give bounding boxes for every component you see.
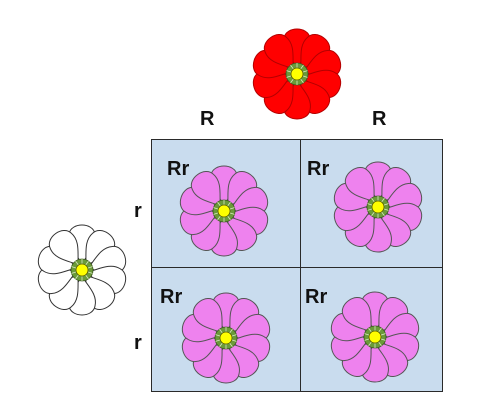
ring-spoke [231,334,237,337]
ring-spoke [371,211,375,217]
offspring-flower-icon-3 [181,292,271,384]
grid-divider-horizontal [151,267,443,268]
ring-spoke [227,215,231,221]
grid-divider-vertical [300,139,301,392]
ring-spoke [213,212,219,215]
ring-spoke [217,201,221,207]
petal [263,33,295,71]
offspring-flower-icon-4 [330,291,420,383]
ring-spoke [227,201,231,207]
ring-spoke [364,338,370,341]
ring-spoke [229,207,235,210]
ring-spoke [229,328,233,334]
petals [330,291,420,383]
petals [333,161,423,253]
ring-spoke [75,274,79,280]
petals [179,165,269,257]
ring-spoke [380,338,386,341]
petal [341,296,373,334]
ring-spoke [302,70,308,73]
top-allele-2: R [372,108,387,130]
ring-spoke [290,78,294,84]
petal [344,166,376,204]
ring-spoke [290,64,294,70]
ring-spoke [371,197,375,203]
ring-spoke [300,64,304,70]
top-allele-1: R [200,108,215,130]
flower-center [217,204,231,218]
ring-spoke [231,339,237,342]
ring-spoke [364,333,370,336]
petal [48,229,80,267]
ring-spoke [219,328,223,334]
ring-spoke [383,203,389,206]
cell-genotype-3: Rr [160,286,183,308]
ring-spoke [215,339,221,342]
cell-genotype-1: Rr [167,158,190,180]
ring-spoke [87,271,93,274]
red-parent-flower-icon [252,28,342,120]
petals [181,292,271,384]
ring-spoke [75,260,79,266]
white-parent-flower-icon [37,224,127,316]
petal [190,170,222,208]
ring-spoke [300,78,304,84]
flower-center [368,330,382,344]
ring-spoke [378,341,382,347]
left-allele-1: r [134,200,142,222]
ring-spoke [85,260,89,266]
ring-spoke [381,197,385,203]
ring-spoke [85,274,89,280]
ring-spoke [286,70,292,73]
cell-genotype-2: Rr [307,158,330,180]
flower-center [371,200,385,214]
ring-spoke [367,203,373,206]
petals [37,224,127,316]
ring-spoke [368,341,372,347]
ring-spoke [229,342,233,348]
flower-center [219,331,233,345]
petal [192,297,224,335]
ring-spoke [71,266,77,269]
ring-spoke [215,334,221,337]
ring-spoke [381,211,385,217]
ring-spoke [286,75,292,78]
ring-spoke [87,266,93,269]
ring-spoke [229,212,235,215]
ring-spoke [302,75,308,78]
ring-spoke [367,208,373,211]
cell-genotype-4: Rr [305,286,328,308]
ring-spoke [213,207,219,210]
petals [252,28,342,120]
ring-spoke [71,271,77,274]
ring-spoke [378,327,382,333]
offspring-flower-icon-1 [179,165,269,257]
ring-spoke [217,215,221,221]
ring-spoke [219,342,223,348]
ring-spoke [383,208,389,211]
offspring-flower-icon-2 [333,161,423,253]
flower-center [290,67,304,81]
left-allele-2: r [134,332,142,354]
ring-spoke [380,333,386,336]
ring-spoke [368,327,372,333]
flower-center [75,263,89,277]
